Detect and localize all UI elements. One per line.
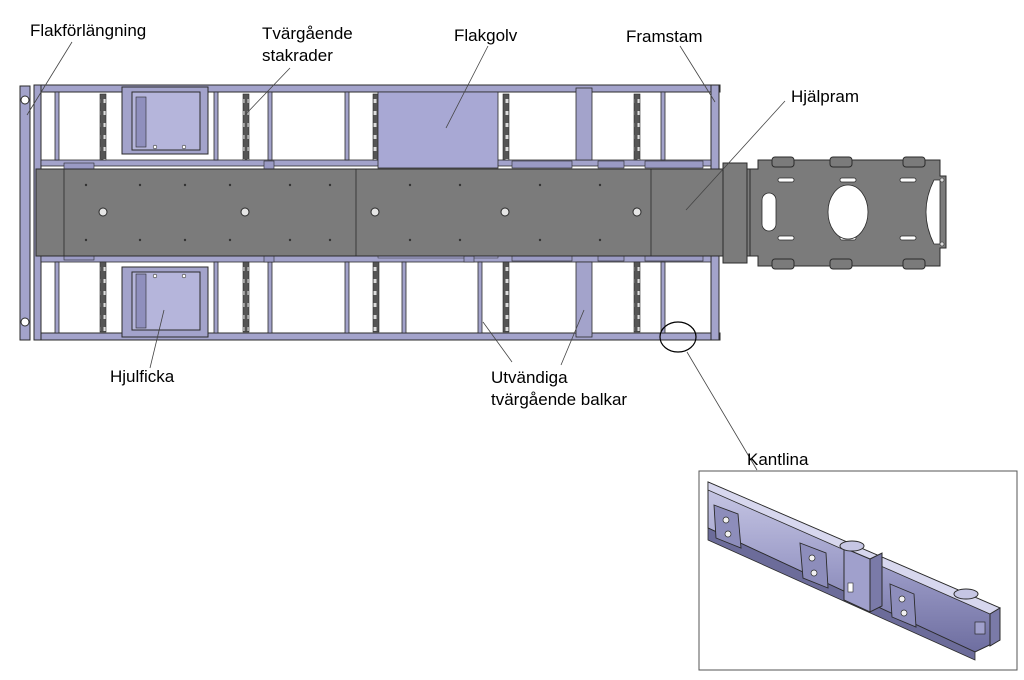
label-flakforlangning: Flakförlängning xyxy=(30,21,147,40)
label-tvargaende-line1: Tvärgående xyxy=(262,24,353,43)
leader-flakgolv xyxy=(445,45,489,129)
kantlina-highlight-circle xyxy=(659,321,697,353)
subframe-bolt-holes xyxy=(98,207,642,217)
wheel-pocket-top xyxy=(121,86,209,155)
leader-utvandiga-a xyxy=(482,321,513,363)
deck-extension-bar xyxy=(19,85,31,341)
leader-framstam xyxy=(679,45,716,103)
edge-rail-bottom-lip xyxy=(707,527,976,661)
edge-rail-end-cap xyxy=(953,588,1001,647)
leader-kantlina xyxy=(686,351,758,471)
leader-tvargaende xyxy=(244,67,291,116)
kantlina-detail-inset xyxy=(698,470,1018,671)
wheel-pocket-bottom xyxy=(121,266,209,338)
extension-bolt-top xyxy=(20,95,30,105)
label-hjulficka: Hjulficka xyxy=(110,367,175,386)
label-tvargaende-line2: stakrader xyxy=(262,46,333,65)
edge-rail-brackets xyxy=(713,504,917,628)
label-utvandiga-line2: tvärgående balkar xyxy=(491,390,628,409)
leader-hjulficka xyxy=(149,309,165,369)
label-utvandiga-line1: Utvändiga xyxy=(491,368,568,387)
subframe-rivets xyxy=(84,183,602,242)
label-flakgolv: Flakgolv xyxy=(454,26,518,45)
cross-members-bottom xyxy=(54,261,666,338)
leader-flakforlangning xyxy=(26,41,73,116)
label-hjalpram: Hjälpram xyxy=(791,87,860,106)
leader-hjalpram xyxy=(685,100,786,211)
floor-panel xyxy=(377,91,499,169)
subframe-main-beam xyxy=(35,168,751,257)
leader-lines xyxy=(26,41,786,471)
leader-utvandiga-b xyxy=(560,309,585,366)
subframe xyxy=(35,156,947,270)
extension-bolt-bottom xyxy=(20,317,30,327)
stake-rows xyxy=(99,93,641,333)
label-kantlina: Kantlina xyxy=(747,450,809,469)
subframe-front-plate xyxy=(722,156,947,270)
headboard-post xyxy=(839,540,883,613)
rail-clamps xyxy=(63,160,704,263)
label-framstam: Framstam xyxy=(626,27,703,46)
